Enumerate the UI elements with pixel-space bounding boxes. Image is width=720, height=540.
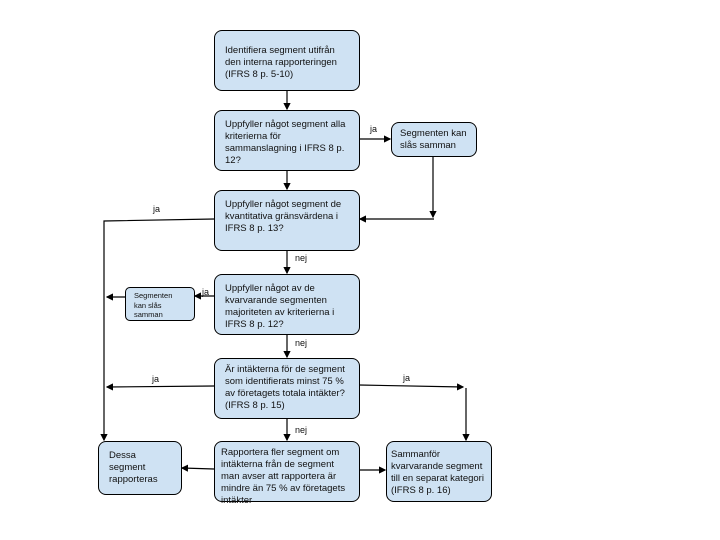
node-majority: Uppfyller något av de kvarvarande segmen… — [214, 274, 360, 335]
node-merge-1: Segmenten kan slås samman — [391, 122, 477, 157]
node-report-more: Rapportera fler segment om intäkterna fr… — [214, 441, 360, 506]
edge-label-no: nej — [295, 253, 308, 263]
node-identify: Identifiera segment utifrån den interna … — [214, 30, 360, 91]
node-merge-2: Segmenten kan slås samman — [125, 287, 195, 321]
edge-quant-reported — [100, 218, 215, 442]
edge-revenue-left — [105, 383, 215, 391]
edge-label-yes: ja — [370, 124, 378, 134]
edge-label-yes: ja — [202, 287, 210, 297]
edge-label-yes: ja — [403, 373, 411, 383]
edge-revenue-right — [358, 383, 465, 391]
node-revenue-75: Är intäkterna för de segment som identif… — [214, 358, 360, 419]
node-reported: Dessa segment rapporteras — [98, 441, 182, 495]
node-combine-rest: Sammanför kvarvarande segment till en se… — [386, 441, 492, 502]
node-quantitative: Uppfyller något segment de kvantitativa … — [214, 190, 360, 251]
edge-label-yes: ja — [153, 204, 161, 214]
edge-report-reported — [180, 464, 215, 472]
edge-label-no: nej — [295, 425, 308, 435]
edge-label-no: nej — [295, 338, 308, 348]
node-criteria-all: Uppfyller något segment alla kriterierna… — [214, 110, 360, 171]
edge-label-yes: ja — [152, 374, 160, 384]
